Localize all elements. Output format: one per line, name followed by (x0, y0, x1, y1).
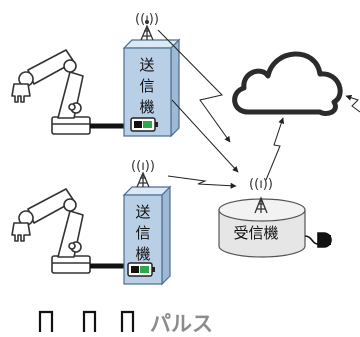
pulse-waveform (38, 310, 135, 332)
receiver-label: 受信機 (233, 224, 278, 242)
pulse-label: パルス (150, 312, 213, 336)
battery-icon (130, 117, 158, 132)
receiver: ((ı)) 受信機 (218, 177, 306, 258)
antenna-icon (254, 196, 268, 214)
transmitter-label-char-3: 機 (139, 98, 154, 116)
power-plug-icon (304, 232, 332, 248)
battery-icon (127, 262, 155, 277)
transmitter-label-char-2: 信 (135, 224, 150, 242)
antenna-icon (140, 24, 154, 41)
wifi-signal-icon: ((ı)) (249, 177, 273, 192)
robot-arm-top-icon (11, 49, 91, 135)
wifi-signal-icon: ((ı)) (135, 12, 159, 27)
signal-arrows (157, 29, 360, 189)
transmitter-label-char-3: 機 (135, 245, 150, 263)
transmitter-label-char-1: 送 (139, 56, 154, 74)
antenna-icon (136, 171, 150, 188)
transmitter-top: ((ı)) 送 信 機 (122, 12, 181, 138)
wifi-signal-icon: ((ı)) (131, 159, 155, 174)
cloud-icon (232, 51, 343, 117)
robot-arm-bottom-icon (11, 188, 91, 274)
transmitter-bottom: ((ı)) 送 信 機 (122, 159, 172, 286)
transmitter-label-char-2: 信 (139, 77, 154, 95)
transmitter-label-char-1: 送 (135, 203, 150, 221)
